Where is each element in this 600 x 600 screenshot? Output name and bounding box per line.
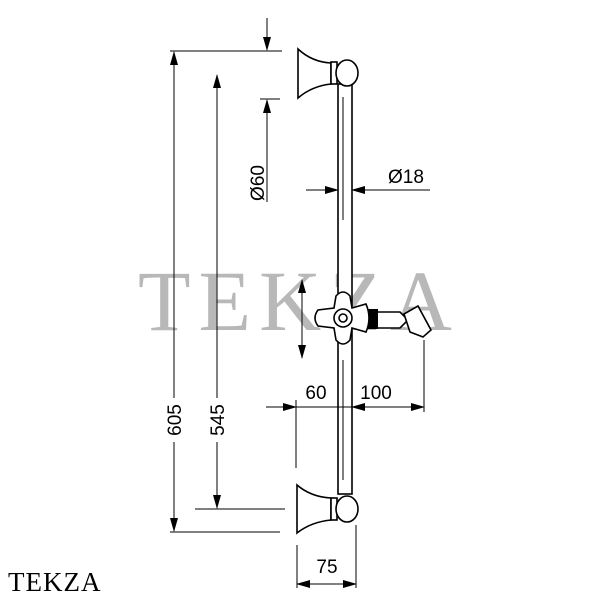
dimension-545: 545 xyxy=(195,74,285,510)
watermark: TEKZA xyxy=(138,253,460,349)
dimension-diameter-18-label: Ø18 xyxy=(388,167,424,188)
dimension-75: 75 xyxy=(296,525,357,588)
dimension-75-label: 75 xyxy=(316,557,337,578)
dimension-605-label: 605 xyxy=(165,404,186,436)
dimension-545-label: 545 xyxy=(208,404,229,436)
dimension-60-100: 60 100 xyxy=(266,340,425,468)
dimension-605: 605 xyxy=(160,50,282,533)
bottom-wall-bracket xyxy=(296,483,359,535)
dimension-60-label: 60 xyxy=(305,383,326,404)
slide-bar xyxy=(337,83,353,495)
slider-handle xyxy=(314,291,433,345)
dimension-diameter-18: Ø18 xyxy=(306,167,430,194)
dimension-diameter-60: Ø60 xyxy=(248,18,280,202)
dimension-100-label: 100 xyxy=(360,383,392,404)
brand-label: TEKZA xyxy=(8,567,102,597)
top-wall-bracket xyxy=(297,47,359,100)
dimension-diameter-60-label: Ø60 xyxy=(248,165,269,201)
